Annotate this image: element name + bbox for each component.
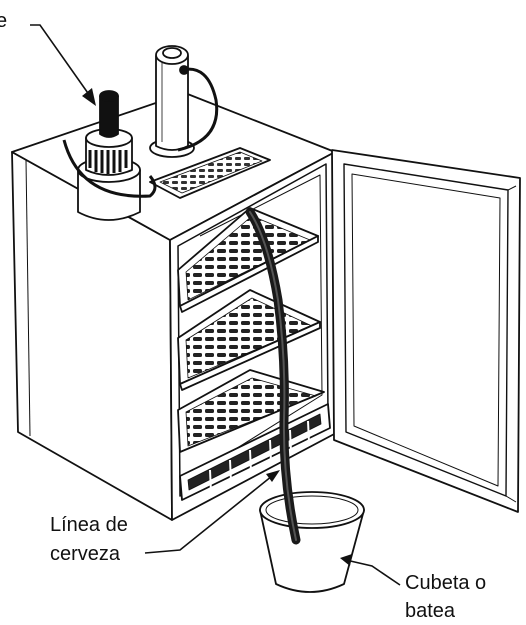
label-bucket-2: batea — [405, 600, 455, 622]
bucket-icon — [260, 492, 364, 592]
label-beer-line-1: Línea de — [50, 514, 128, 536]
label-top-fragment: e — [0, 10, 7, 32]
leader-top — [30, 25, 90, 96]
arrowhead-top — [82, 88, 96, 106]
leader-bucket — [346, 560, 400, 585]
label-beer-line-2: cerveza — [50, 543, 120, 565]
label-bucket-1: Cubeta o — [405, 572, 486, 594]
open-door — [332, 150, 520, 512]
arrowhead-beer-line — [266, 470, 280, 482]
